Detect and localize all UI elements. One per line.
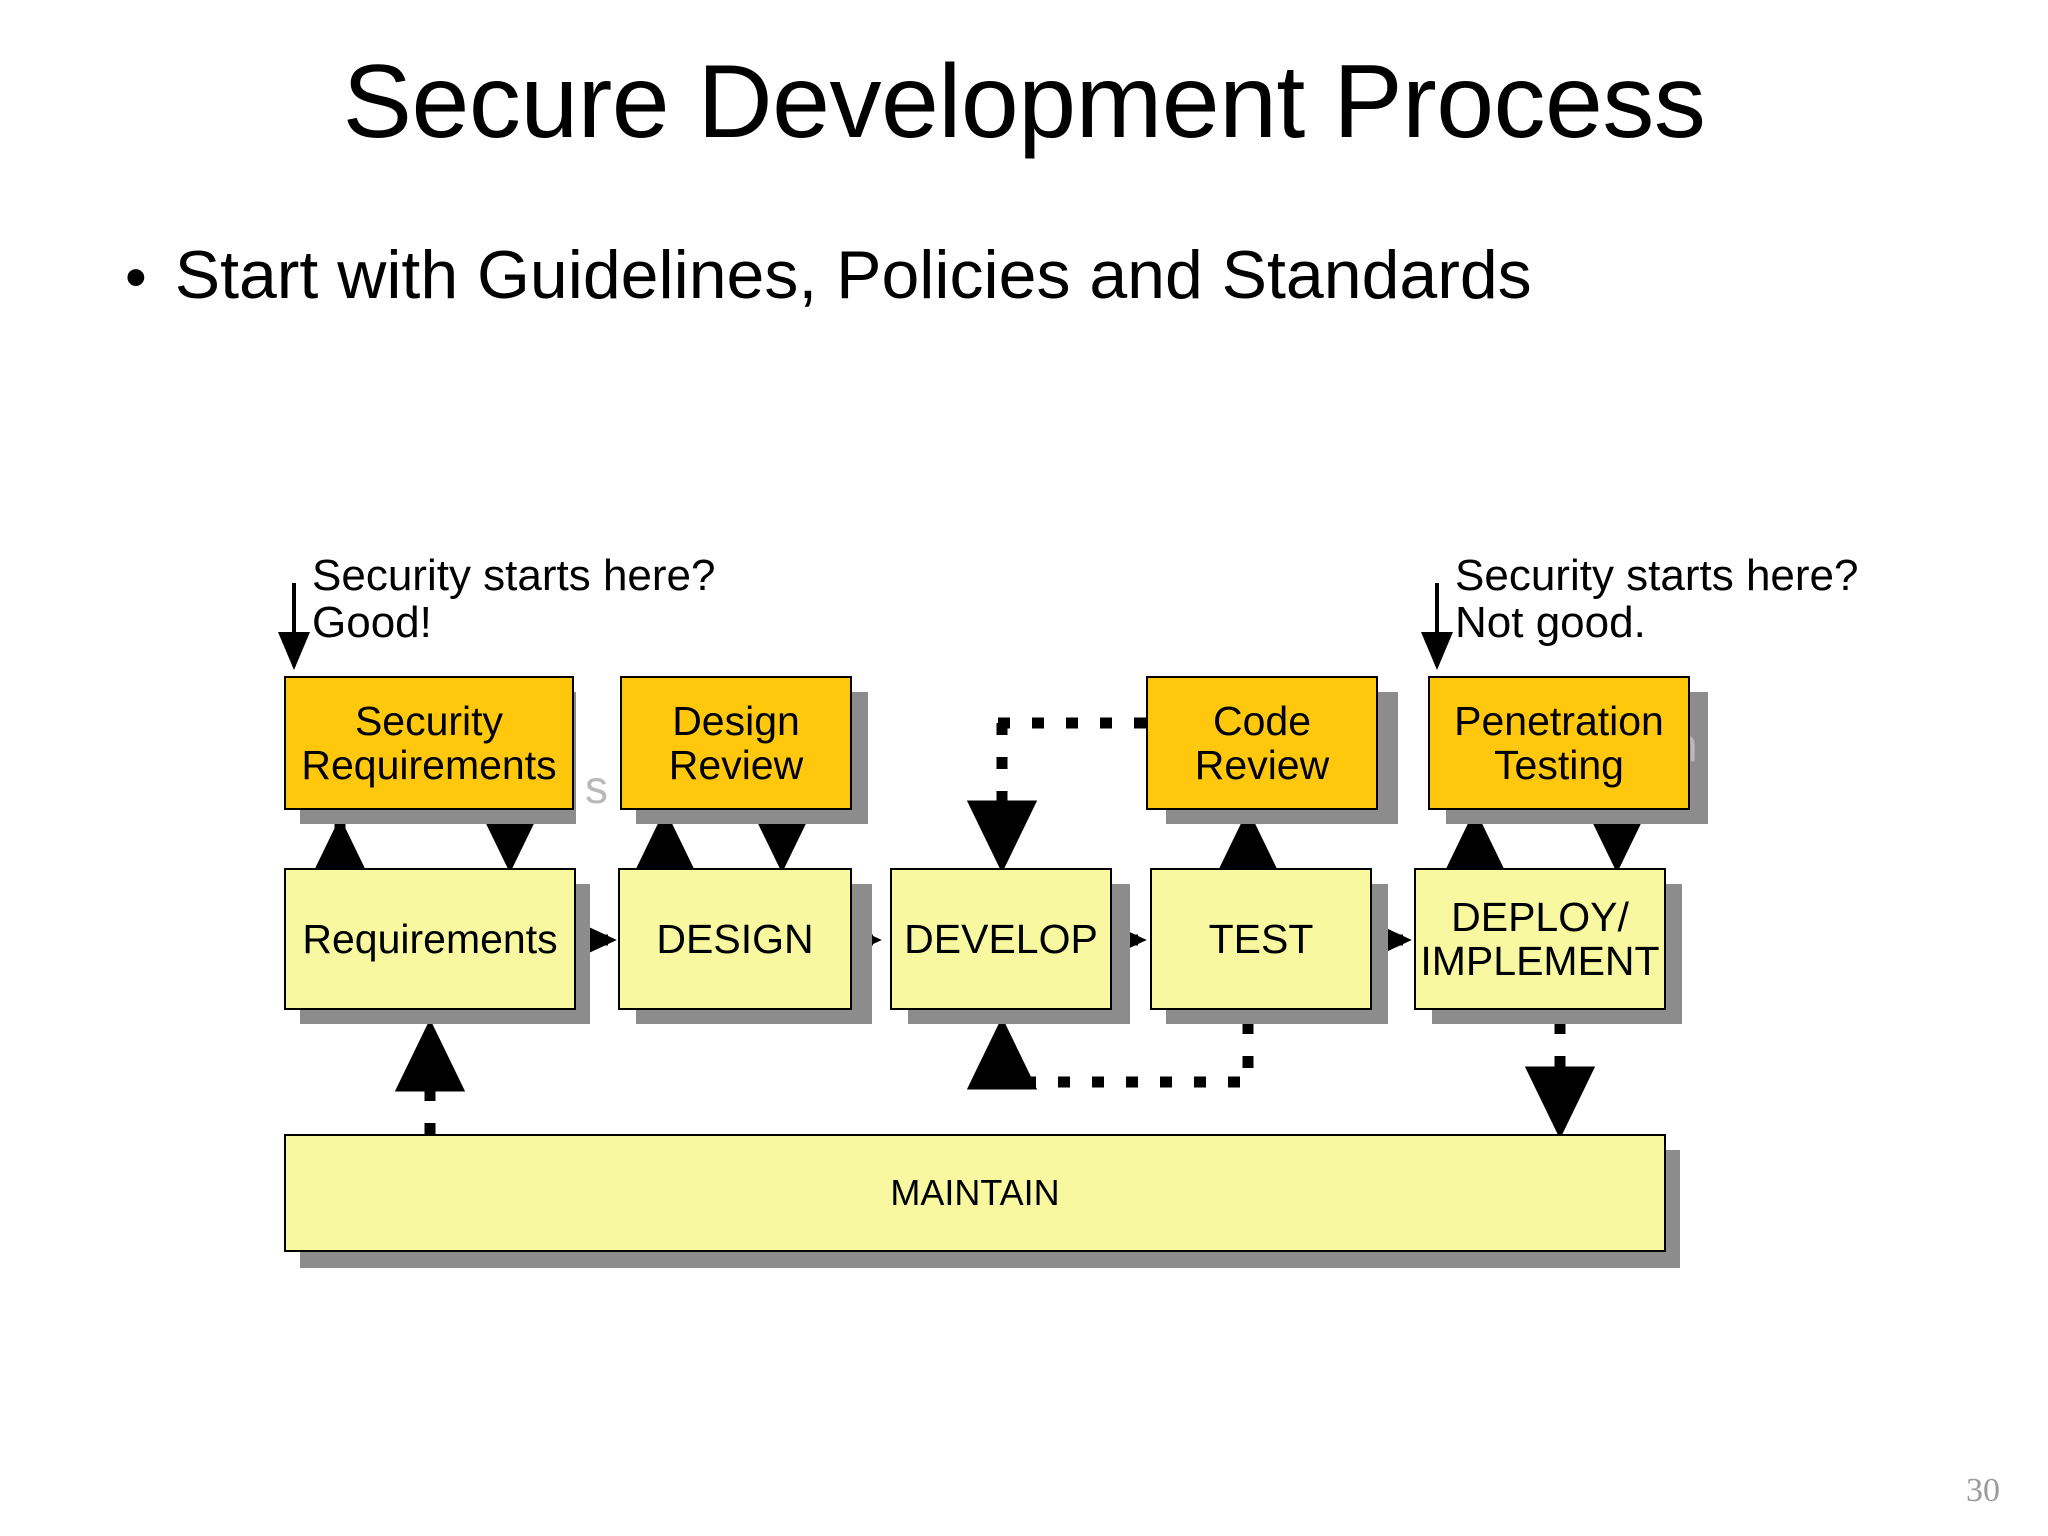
- annotation-left: Security starts here? Good!: [312, 551, 716, 648]
- page-title: Secure Development Process: [342, 44, 1706, 160]
- diagram-box-penetration-testing[interactable]: Penetration Testing: [1428, 676, 1690, 810]
- bullet-list-item: • Start with Guidelines, Policies and St…: [125, 238, 1975, 313]
- diagram-box-test[interactable]: TEST: [1150, 868, 1372, 1010]
- page-number: 30: [1966, 1472, 2000, 1509]
- diagram-box-requirements[interactable]: Requirements: [284, 868, 576, 1010]
- diagram-box-security-requirements[interactable]: Security Requirements: [284, 676, 574, 810]
- bullet-marker-icon: •: [125, 243, 147, 312]
- diagram-box-maintain[interactable]: MAINTAIN: [284, 1134, 1666, 1252]
- bullet-item-label: Start with Guidelines, Policies and Stan…: [174, 237, 1532, 313]
- diagram-box-design[interactable]: DESIGN: [618, 868, 852, 1010]
- diagram-box-code-review[interactable]: Code Review: [1146, 676, 1378, 810]
- connector-test-feedback-loop: [996, 1022, 1254, 1088]
- diagram-box-deploy-implement[interactable]: DEPLOY/ IMPLEMENT: [1414, 868, 1666, 1010]
- diagram-box-design-review[interactable]: Design Review: [620, 676, 852, 810]
- watermark-glyph-s: s: [585, 761, 608, 813]
- diagram-box-develop[interactable]: DEVELOP: [890, 868, 1112, 1010]
- annotation-right: Security starts here? Not good.: [1455, 551, 1859, 648]
